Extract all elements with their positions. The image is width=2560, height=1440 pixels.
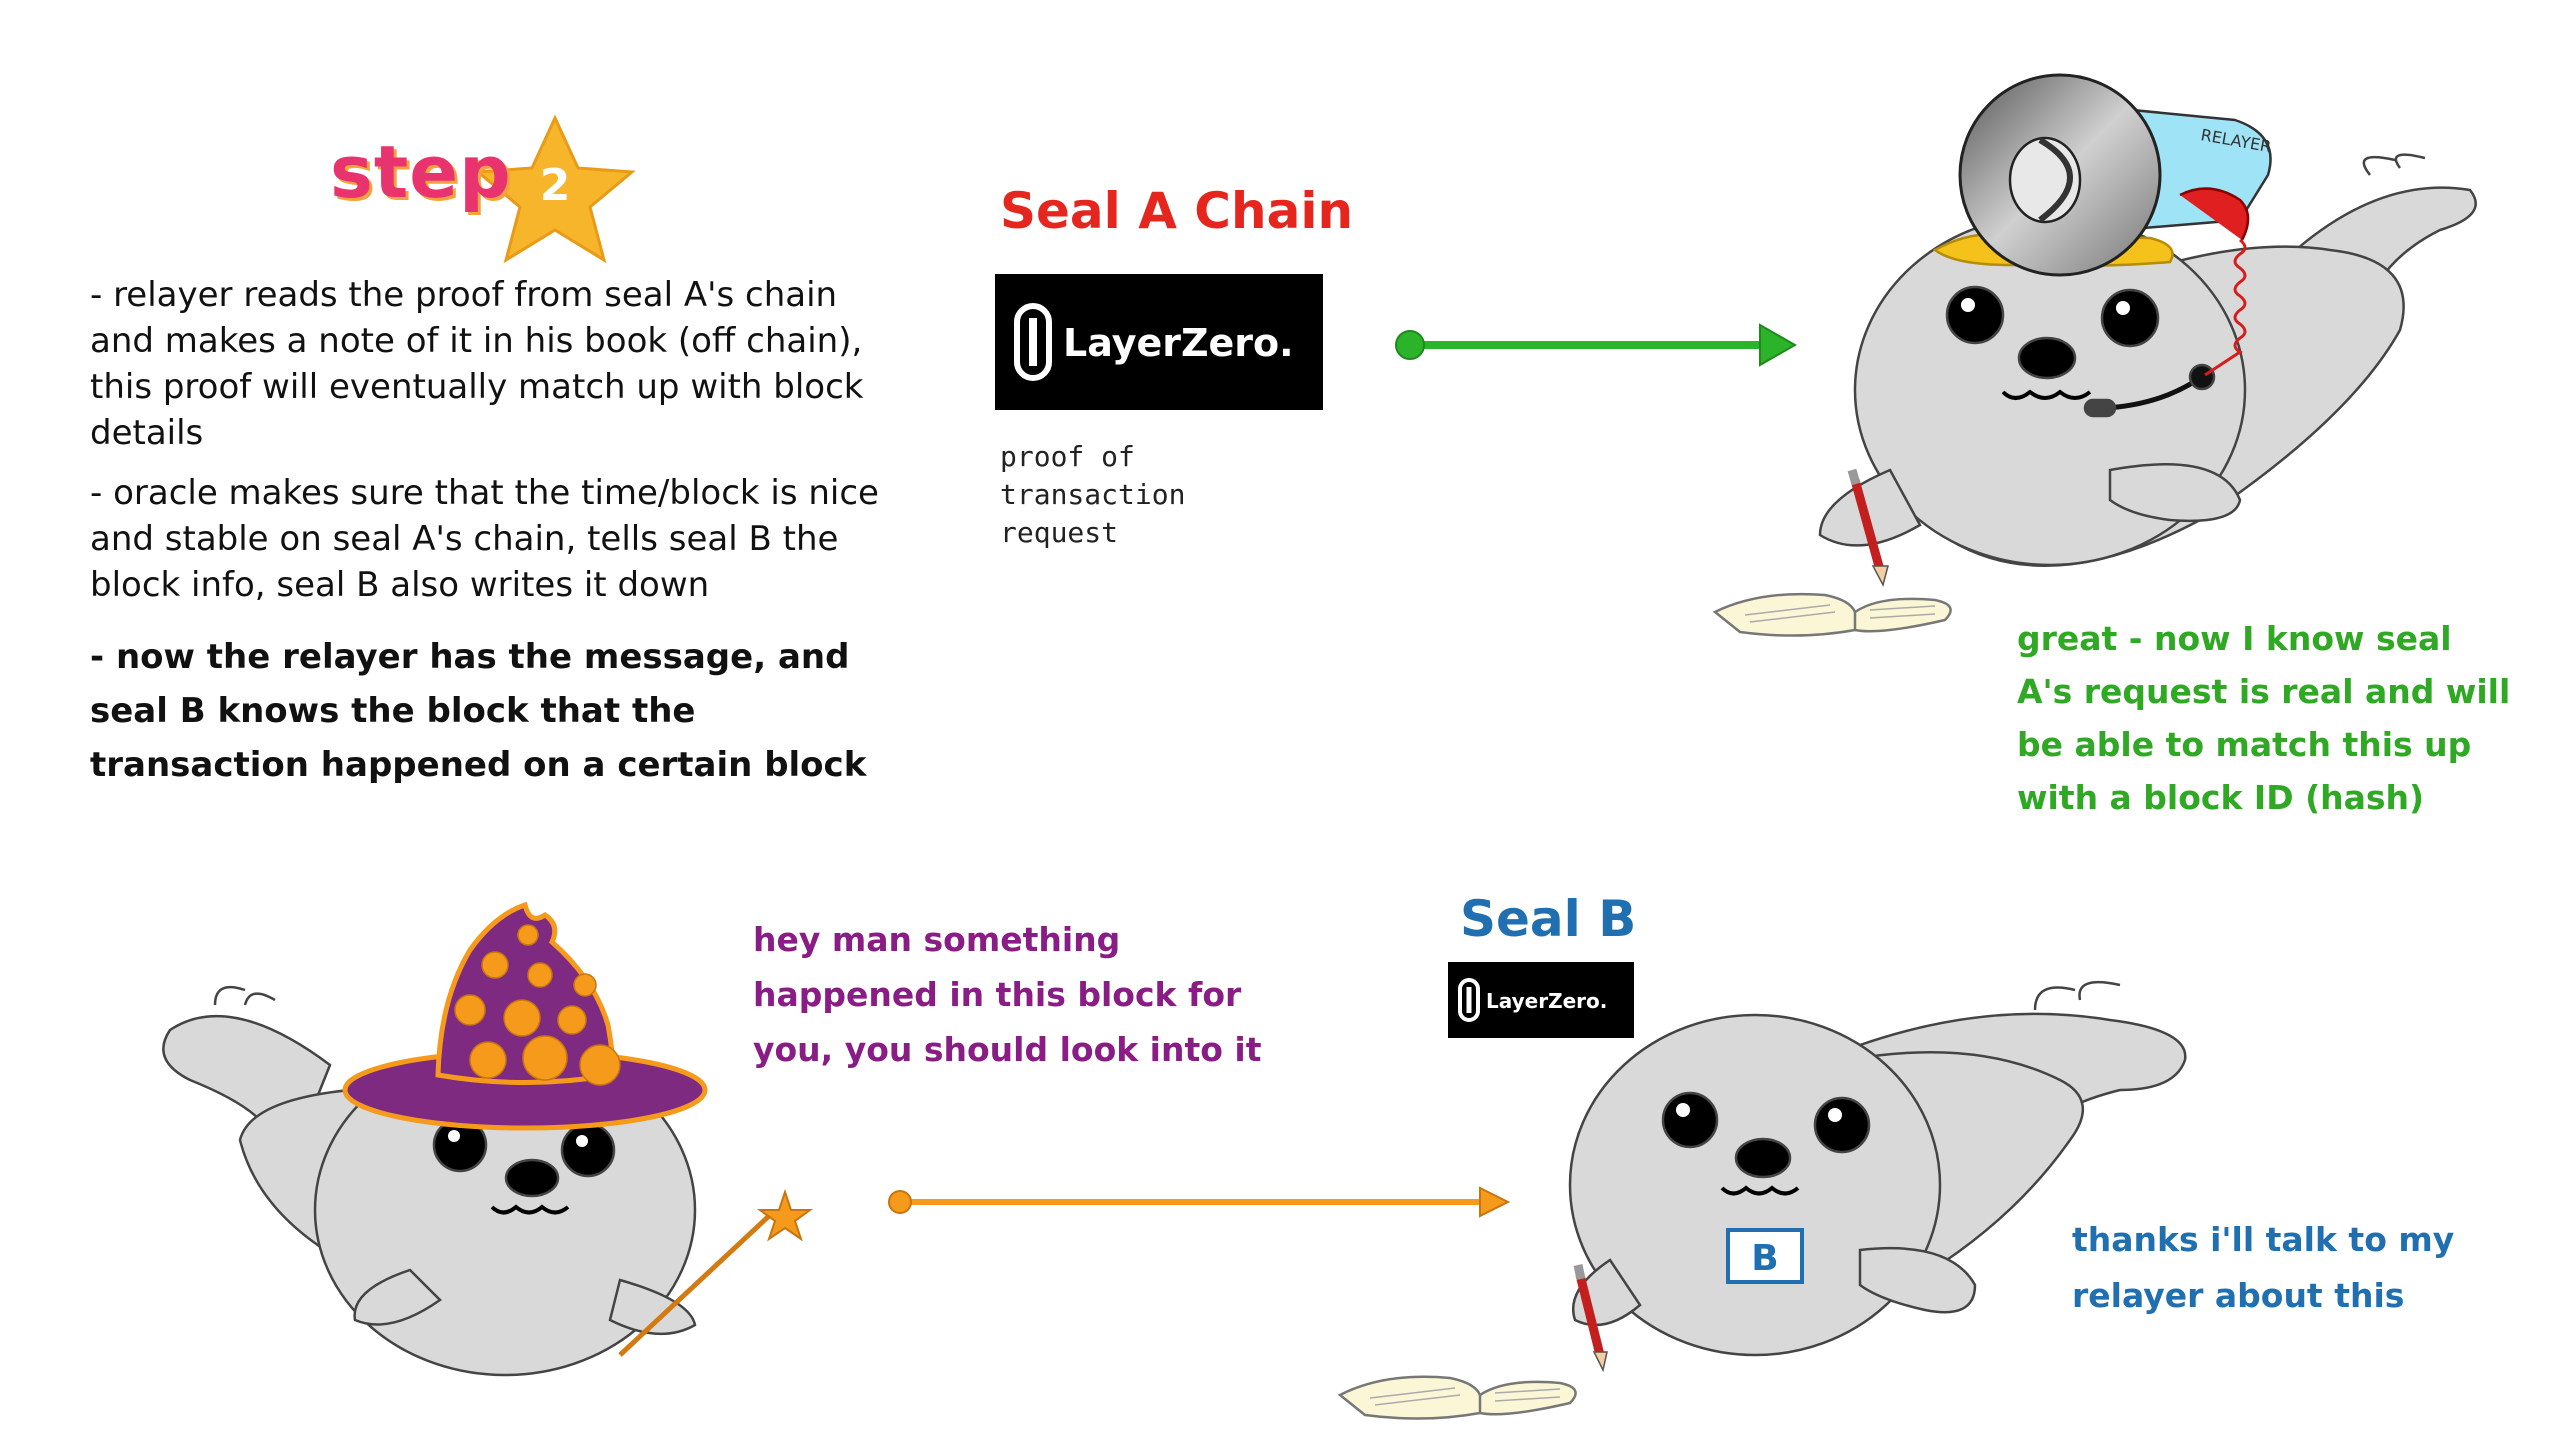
- oracle-seal: [162, 901, 814, 1377]
- seal-a-chain-title: Seal A Chain: [1000, 182, 1354, 240]
- step-number: 2: [540, 160, 571, 211]
- step-heading: step: [330, 130, 512, 214]
- seal-b-badge-letter: B: [1751, 1238, 1778, 1279]
- seal-b-title: Seal B: [1460, 890, 1637, 948]
- layerzero-logo-text: LayerZero.: [1063, 321, 1294, 365]
- relayer-seal: RELAYER: [1712, 73, 2477, 637]
- layerzero-mark-icon: LayerZero.: [1014, 303, 1294, 381]
- relayer-speech: great - now I know seal A's request is r…: [2017, 619, 2511, 817]
- notebook-icon: [1337, 1375, 1577, 1420]
- layerzero-logo-text-small: LayerZero.: [1486, 989, 1607, 1013]
- layerzero-logo-small: LayerZero.: [1448, 962, 1634, 1038]
- oracle-speech: hey man something happened in this block…: [753, 920, 1262, 1069]
- seal-b-speech: thanks i'll talk to my relayer about thi…: [2072, 1220, 2455, 1315]
- pencil-icon: [1847, 468, 1889, 588]
- step-star-icon: 2: [474, 114, 636, 264]
- notebook-icon: [1712, 592, 1952, 637]
- pencil-icon: [1573, 1264, 1608, 1373]
- proof-label: proof of transaction request: [1000, 440, 1186, 549]
- seal-b: B: [1337, 980, 2187, 1420]
- layerzero-logo-large: LayerZero.: [995, 274, 1323, 410]
- bullet-summary: - now the relayer has the message, and s…: [90, 637, 867, 785]
- arrow-orange-icon: [888, 1186, 1511, 1218]
- explanation-text: - relayer reads the proof from seal A's …: [90, 272, 890, 806]
- arrow-green-icon: [1395, 323, 1798, 367]
- bullet-relayer: - relayer reads the proof from seal A's …: [90, 275, 864, 453]
- magic-wand-icon: [618, 1188, 814, 1357]
- bullet-oracle: - oracle makes sure that the time/block …: [90, 473, 879, 605]
- layerzero-mark-icon: LayerZero.: [1458, 978, 1607, 1022]
- seal-b-badge: B: [1726, 1228, 1804, 1284]
